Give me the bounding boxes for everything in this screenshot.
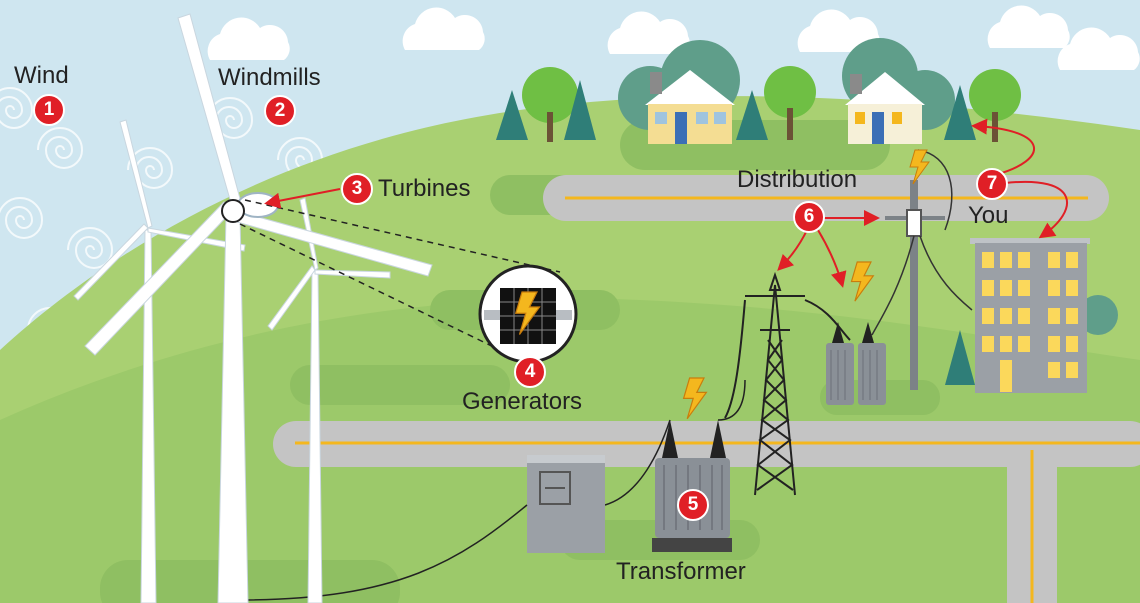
step-marker-1: 1: [33, 94, 65, 126]
utility-pole-icon: [871, 149, 973, 390]
apartment-building-icon: [970, 238, 1090, 393]
wind-label: Wind: [14, 62, 69, 89]
generators-label: Generators: [462, 388, 583, 415]
step-marker-4: 4: [514, 356, 546, 388]
transformer-icon: [826, 322, 886, 405]
flow-arrows: [264, 118, 1068, 288]
step-marker-5: 5: [677, 489, 709, 521]
turbines-label: Turbines: [378, 175, 471, 202]
windmills-label: Windmills: [218, 64, 321, 91]
transformer-label: Transformer: [616, 558, 746, 585]
ground-shadow: [100, 120, 940, 603]
step-marker-7: 7: [976, 168, 1008, 200]
lower-road: [273, 421, 1140, 603]
switch-cabinet-icon: [239, 455, 605, 601]
step-marker-2: 2: [264, 95, 296, 127]
wind-turbine-icon: [73, 13, 433, 603]
step-marker-6: 6: [793, 201, 825, 233]
step-marker-3: 3: [341, 173, 373, 205]
you-label: You: [968, 202, 1009, 229]
house-icon: [645, 70, 925, 144]
transmission-tower-icon: [724, 271, 851, 496]
distribution-label: Distribution: [737, 166, 858, 193]
upper-road: [543, 175, 1109, 221]
